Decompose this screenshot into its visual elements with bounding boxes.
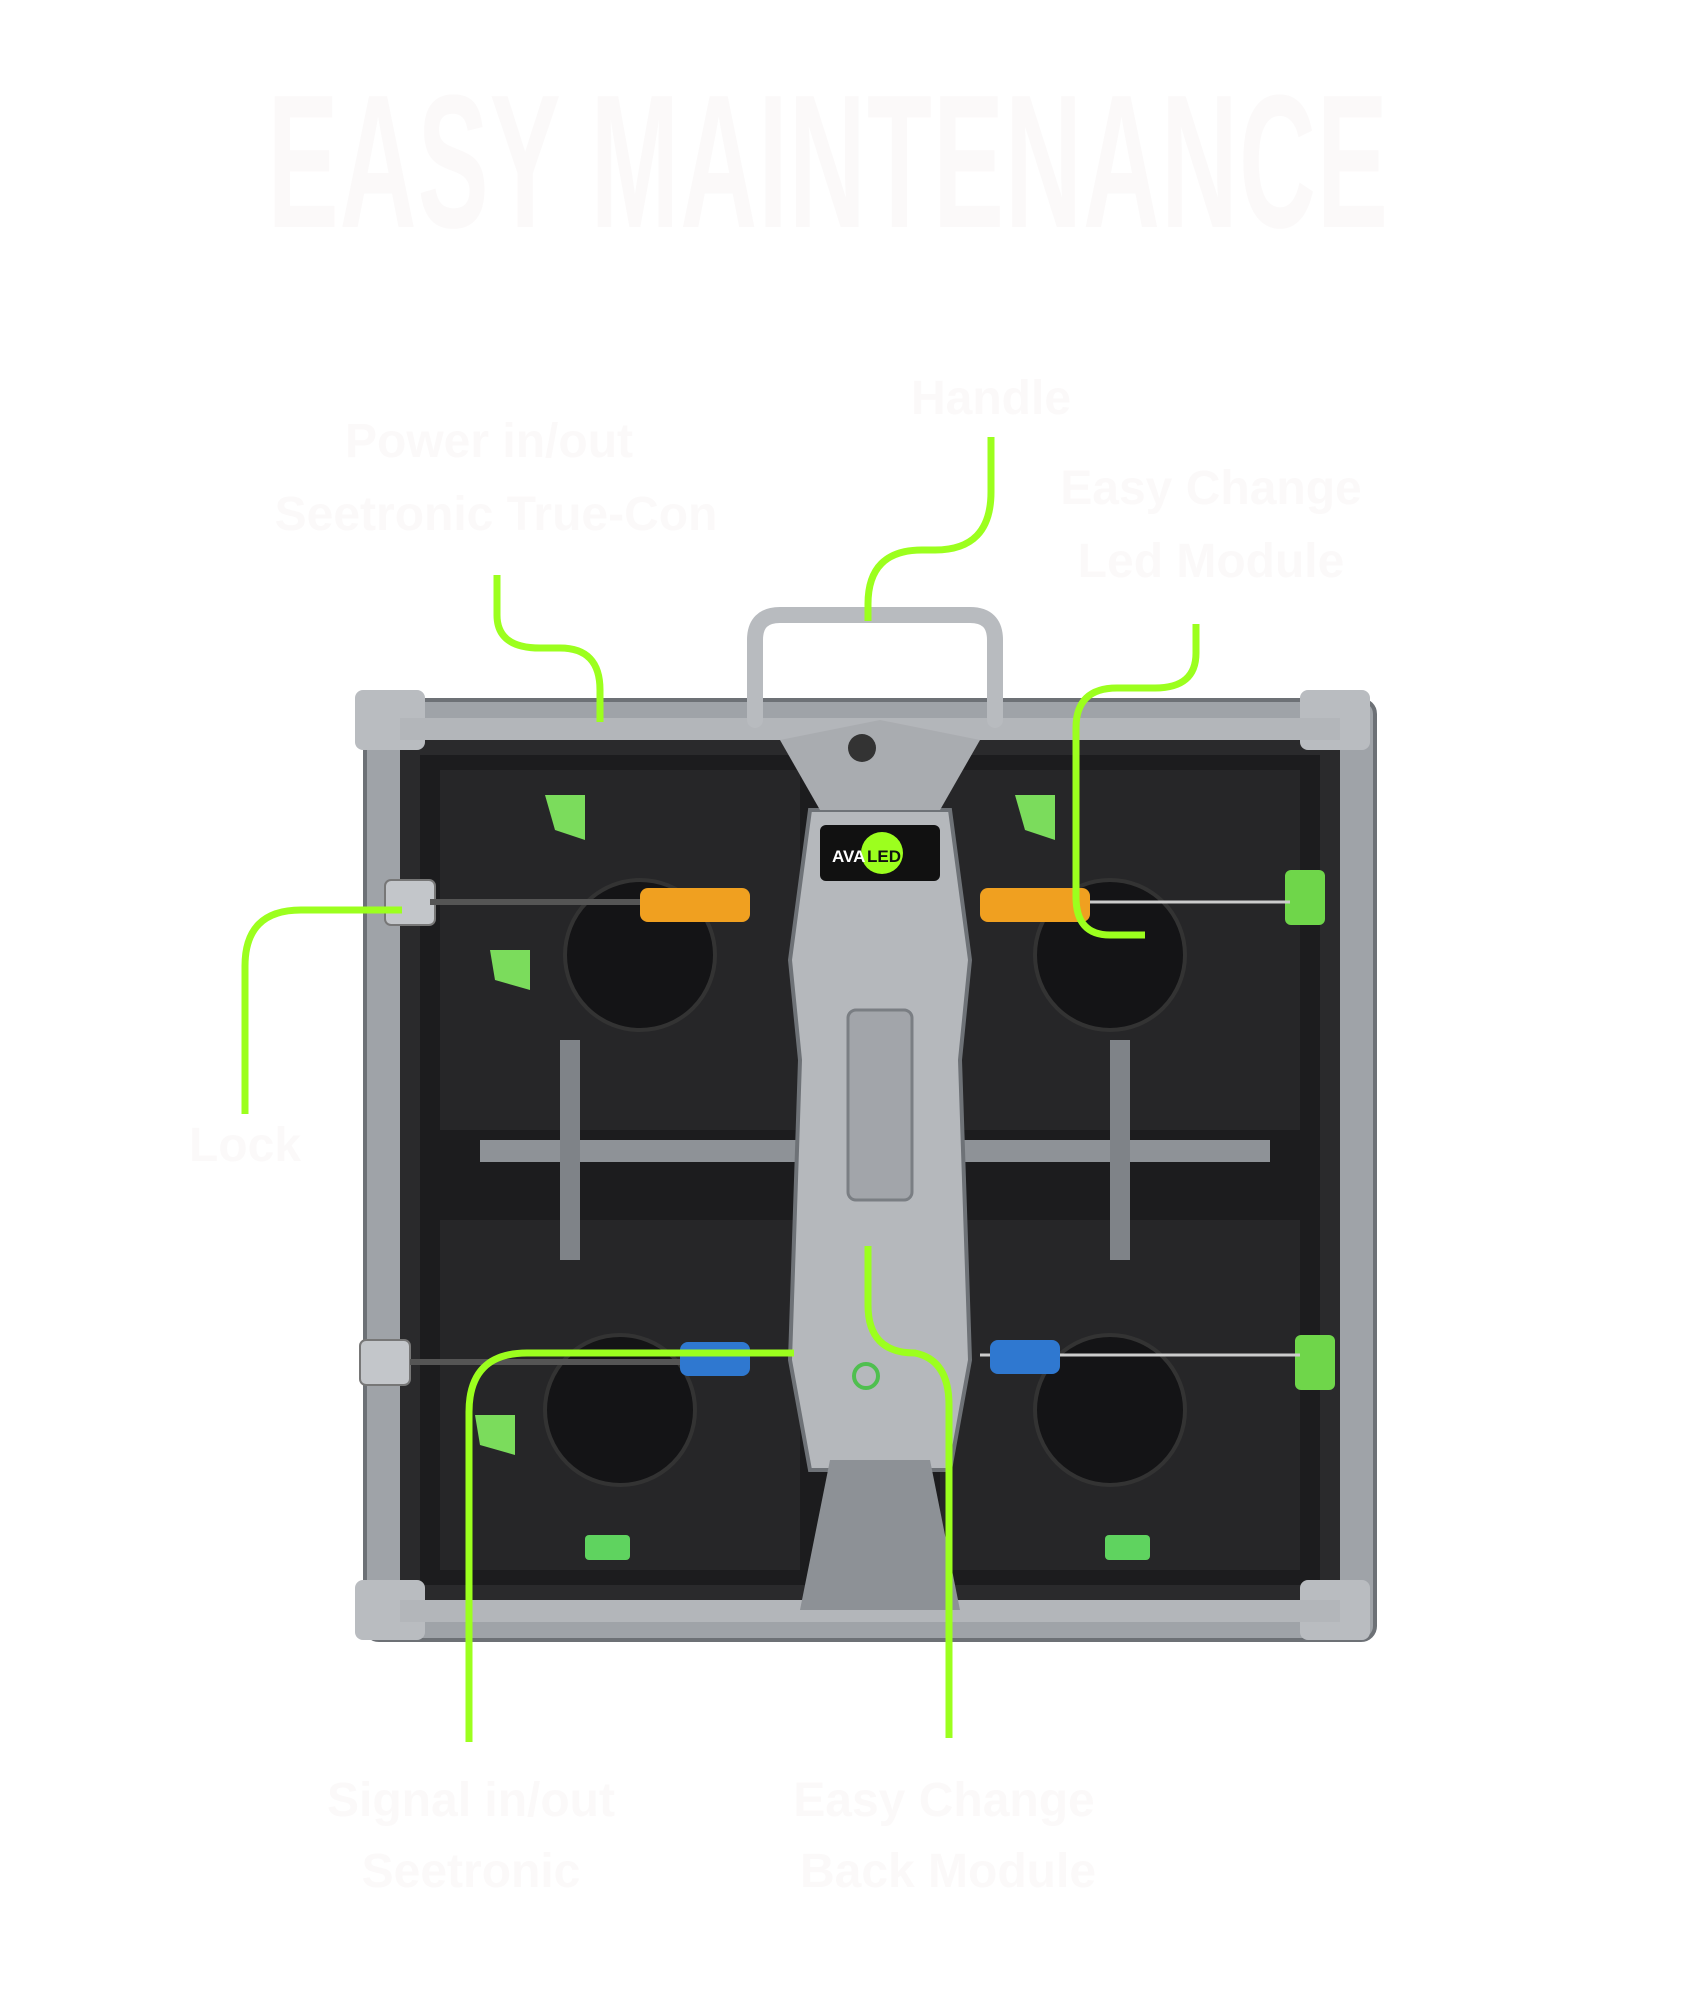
signal-connector-left: [680, 1342, 750, 1376]
callout-line-signal: [465, 1349, 794, 1742]
label-back-module-line1: Easy Change: [793, 1774, 1095, 1827]
brand-logo: AVA LED: [820, 825, 940, 881]
label-handle: Handle: [910, 372, 1072, 425]
power-connector-right: [980, 888, 1090, 922]
page-title-text: EASY MAINTENANCE: [267, 56, 1389, 268]
label-signal-line2: Seetronic: [361, 1845, 581, 1898]
label-back-module-line2: Back Module: [799, 1845, 1097, 1898]
handle-icon: [747, 607, 1003, 728]
callout-lines: [241, 437, 1200, 1742]
label-signal-line1: Signal in/out: [327, 1774, 615, 1827]
logo-text-ava: AVA: [832, 847, 865, 866]
label-led-module-line1: Easy Change: [1060, 462, 1362, 515]
back-module-spine: [780, 720, 980, 1610]
callout-line-lock: [241, 906, 402, 1114]
callout-line-handle: [864, 437, 995, 621]
label-power-line2: Seetronic True-Con: [274, 488, 718, 541]
callout-line-back-module: [864, 1246, 953, 1738]
callout-line-led-module: [1072, 624, 1200, 939]
logo-text-led: LED: [867, 847, 901, 866]
callout-line-power: [493, 575, 604, 722]
label-led-module-line2: Led Module: [1077, 535, 1345, 588]
signal-connector-right: [990, 1340, 1060, 1374]
page-title: EASY MAINTENANCE: [267, 67, 1387, 257]
power-connector-left: [640, 888, 750, 922]
label-power-line1: Power in/out: [345, 415, 633, 468]
label-lock: Lock: [188, 1119, 302, 1172]
